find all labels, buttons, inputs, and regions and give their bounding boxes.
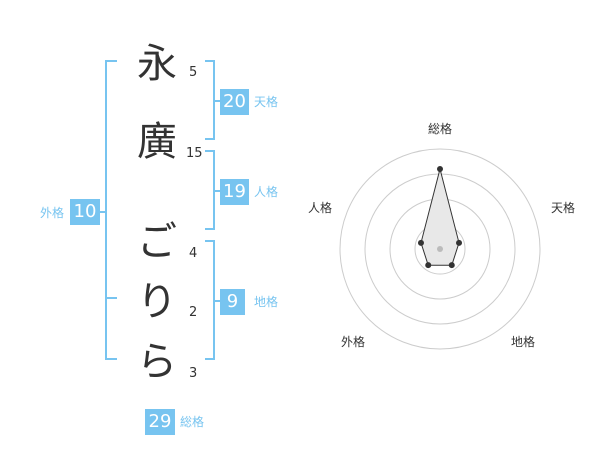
chikaku-value: 9	[220, 289, 245, 315]
name-char-2: 廣	[137, 119, 177, 165]
chikaku-bracket-bottom	[205, 358, 215, 360]
jinkaku-connector	[215, 190, 221, 192]
jinkaku-bracket-line	[213, 150, 215, 230]
gaikaku-value: 10	[70, 199, 100, 225]
gaikaku-bracket-bottom	[105, 358, 117, 360]
jinkaku-bracket-bottom	[205, 228, 215, 230]
name-char-4: り	[137, 279, 177, 325]
radar-point-3	[425, 262, 432, 269]
chikaku-bracket-line	[213, 240, 215, 360]
stroke-count-4: 2	[189, 305, 198, 320]
name-char-3: ご	[137, 219, 177, 265]
chikaku-label: 地格	[254, 295, 279, 309]
gaikaku-connector	[99, 211, 105, 213]
radar-axis-label-soukaku: 総格	[428, 122, 453, 136]
chikaku-connector	[215, 300, 221, 302]
stroke-count-3: 4	[189, 246, 198, 261]
gaikaku-bracket-line	[105, 60, 107, 360]
chikaku-bracket-top	[205, 240, 215, 242]
radar-point-1	[456, 239, 463, 246]
tenkaku-bracket-bottom	[205, 138, 215, 140]
stroke-count-5: 3	[189, 366, 198, 381]
radar-axis-label-jinkaku: 人格	[308, 201, 333, 215]
name-char-5: ら	[137, 339, 177, 385]
jinkaku-bracket-top	[205, 150, 215, 152]
stroke-count-1: 5	[189, 65, 198, 80]
stroke-count-2: 15	[186, 146, 203, 161]
tenkaku-label: 天格	[254, 95, 279, 109]
gaikaku-bracket-mid	[105, 297, 117, 299]
radar-points	[417, 166, 463, 269]
soukaku-label: 総格	[180, 415, 205, 429]
radar-point-2	[448, 262, 455, 269]
radar-axis-label-tenkaku: 天格	[551, 201, 576, 215]
radar-center-dot	[437, 246, 443, 252]
jinkaku-value: 19	[220, 179, 249, 205]
radar-axis-label-gaikaku: 外格	[341, 335, 366, 349]
gaikaku-label: 外格	[40, 206, 65, 220]
tenkaku-bracket-top	[205, 60, 215, 62]
jinkaku-label: 人格	[254, 185, 279, 199]
soukaku-value: 29	[145, 409, 175, 435]
radar-ring-4	[339, 148, 541, 350]
tenkaku-bracket-line	[213, 60, 215, 140]
tenkaku-connector	[215, 100, 221, 102]
radar-axis-label-chikaku: 地格	[511, 335, 536, 349]
radar-point-4	[417, 239, 424, 246]
name-char-1: 永	[137, 41, 177, 87]
tenkaku-value: 20	[220, 89, 249, 115]
gaikaku-bracket-top	[105, 60, 117, 62]
radar-polygon	[420, 168, 460, 266]
radar-point-0	[437, 166, 443, 172]
